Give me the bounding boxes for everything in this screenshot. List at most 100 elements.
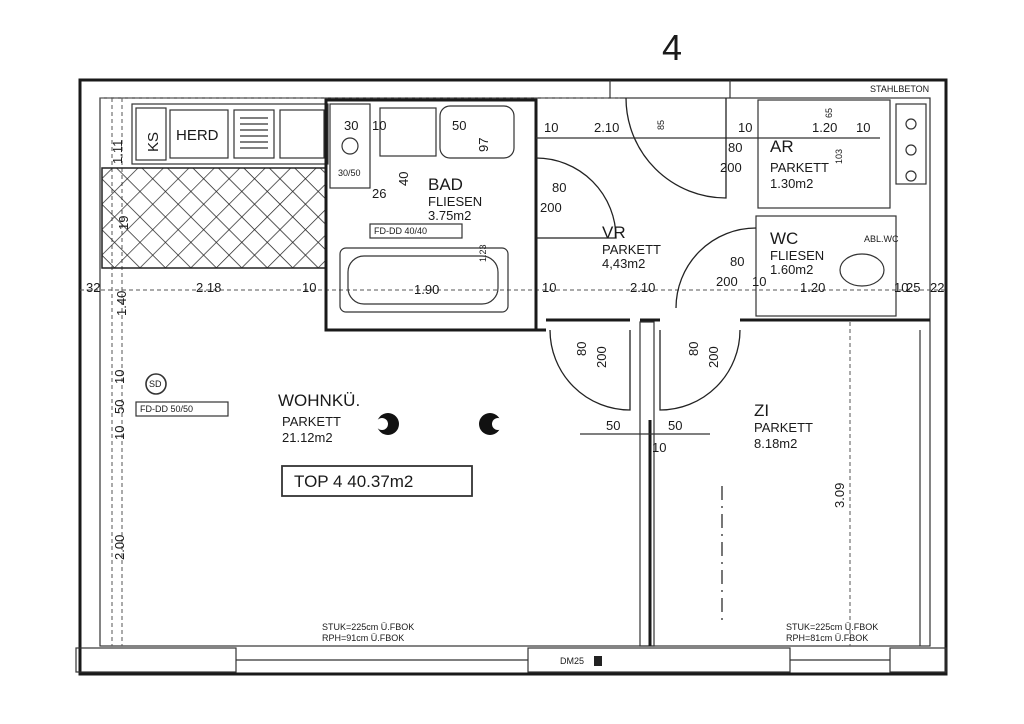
dm-label: DM25 — [560, 656, 584, 666]
ceiling-light-icon-2 — [479, 413, 504, 435]
dim-1-11: 1.11 — [110, 140, 125, 164]
dim-50-b: 50 — [668, 418, 682, 433]
unit-number: 4 — [662, 27, 682, 68]
door-entrance — [625, 97, 727, 199]
sink-lines — [240, 117, 268, 149]
herd-unit — [169, 109, 229, 159]
zi-floor: PARKETT — [754, 420, 813, 435]
dim-40: 40 — [396, 172, 411, 186]
shaft-circle-1 — [341, 137, 359, 155]
shaft — [329, 103, 371, 189]
door-ar-w: 80 — [728, 140, 742, 155]
hatched-block — [101, 167, 327, 269]
washer-slot — [379, 107, 437, 157]
bad-area: 3.75m2 — [428, 208, 471, 223]
dim-1-90: 1.90 — [414, 282, 439, 297]
kitchen-counter — [131, 103, 329, 165]
wohnkue-area: 21.12m2 — [282, 430, 333, 445]
stuk-right-1: STUK=225cm Ü.FBOK — [786, 622, 878, 632]
door-zi — [659, 329, 741, 411]
wc-wall — [755, 215, 897, 317]
dim-2-10-b: 2.10 — [630, 280, 655, 295]
dim-10-f: 10 — [112, 370, 127, 384]
ablwc: ABL.WC — [864, 234, 899, 244]
vr-name: VR — [602, 223, 626, 242]
ceiling-light-icon — [376, 413, 399, 435]
dim-50-a: 50 — [606, 418, 620, 433]
bath-sink — [439, 105, 515, 159]
dim-65: 65 — [824, 108, 834, 118]
door-wk-w: 80 — [574, 342, 589, 356]
door-wc — [675, 227, 757, 309]
wc-floor: FLIESEN — [770, 248, 824, 263]
dim-22: 22 — [930, 280, 944, 295]
ks-unit — [135, 107, 167, 161]
dim-10-a: 10 — [302, 280, 316, 295]
dim-10-bath: 10 — [372, 118, 386, 133]
dim-3-09: 3.09 — [832, 483, 847, 508]
ks-label: KS — [145, 132, 162, 152]
dim-10-a-top: 10 — [544, 120, 558, 135]
fd-dd-top: FD-DD 40/40 — [374, 226, 427, 236]
wc-area: 1.60m2 — [770, 262, 813, 277]
vr-area: 4,43m2 — [602, 256, 645, 271]
dim-2-18: 2.18 — [196, 280, 221, 295]
partition-wall — [639, 321, 655, 647]
smoke-detector-icon — [145, 373, 167, 395]
dim-30: 30 — [344, 118, 358, 133]
dishwasher-unit — [279, 109, 325, 159]
door-wk-h: 200 — [594, 346, 609, 368]
dim-1-20-a: 1.20 — [812, 120, 837, 135]
door-wc-h: 200 — [716, 274, 738, 289]
door-vr-bad — [535, 157, 617, 239]
stuk-right-2: RPH=81cm Ü.FBOK — [786, 633, 868, 643]
dim-25: 25 — [906, 280, 920, 295]
bad-floor: FLIESEN — [428, 194, 482, 209]
door-ar-h: 200 — [720, 160, 742, 175]
dim-19: 19 — [116, 216, 131, 230]
dim-10-mid: 10 — [652, 440, 666, 455]
dim-50-bath: 50 — [452, 118, 466, 133]
sd-label: SD — [149, 379, 162, 389]
dim-10-b: 10 — [542, 280, 556, 295]
dim-10-top-ar: 10 — [738, 120, 752, 135]
dim-50-f: 50 — [112, 400, 127, 414]
window-bottom-left — [75, 647, 237, 673]
outer-wall — [78, 78, 948, 676]
shaft-right — [895, 103, 927, 185]
fd-dd-top-box — [369, 223, 463, 239]
dim-32: 32 — [86, 280, 100, 295]
vr-floor: PARKETT — [602, 242, 661, 257]
herd-label: HERD — [176, 127, 219, 144]
wohnkue-floor: PARKETT — [282, 414, 341, 429]
dim-1-40: 1.40 — [114, 291, 129, 316]
ar-wall — [757, 99, 891, 209]
stahlbeton: STAHLBETON — [870, 84, 929, 94]
door-vr-bad-w: 80 — [552, 180, 566, 195]
fd-dd-left-box — [135, 401, 229, 417]
dim-1-23: 1.23 — [478, 244, 488, 262]
ar-floor: PARKETT — [770, 160, 829, 175]
top-label-box — [281, 465, 473, 497]
door-zi-w: 80 — [686, 342, 701, 356]
bathtub — [339, 247, 509, 313]
window-bottom-right — [889, 647, 947, 673]
zi-name: ZI — [754, 401, 769, 420]
dm-marker — [594, 656, 602, 666]
dim-10-g: 10 — [112, 426, 127, 440]
dim-85: 85 — [656, 120, 666, 130]
dim-10-ar-right: 10 — [856, 120, 870, 135]
zi-area: 8.18m2 — [754, 436, 797, 451]
top-label: TOP 4 40.37m2 — [294, 472, 413, 491]
door-zi-h: 200 — [706, 346, 721, 368]
fd-dd-left: FD-DD 50/50 — [140, 404, 193, 414]
door-wc-w: 80 — [730, 254, 744, 269]
dim-2-10-a: 2.10 — [594, 120, 619, 135]
sink-unit — [233, 109, 275, 159]
dim-10-wc-right: 10 — [894, 280, 908, 295]
dim-26: 26 — [372, 186, 386, 201]
ar-area: 1.30m2 — [770, 176, 813, 191]
sm-30-50: 30/50 — [338, 168, 361, 178]
bathtub-inner — [347, 255, 499, 305]
